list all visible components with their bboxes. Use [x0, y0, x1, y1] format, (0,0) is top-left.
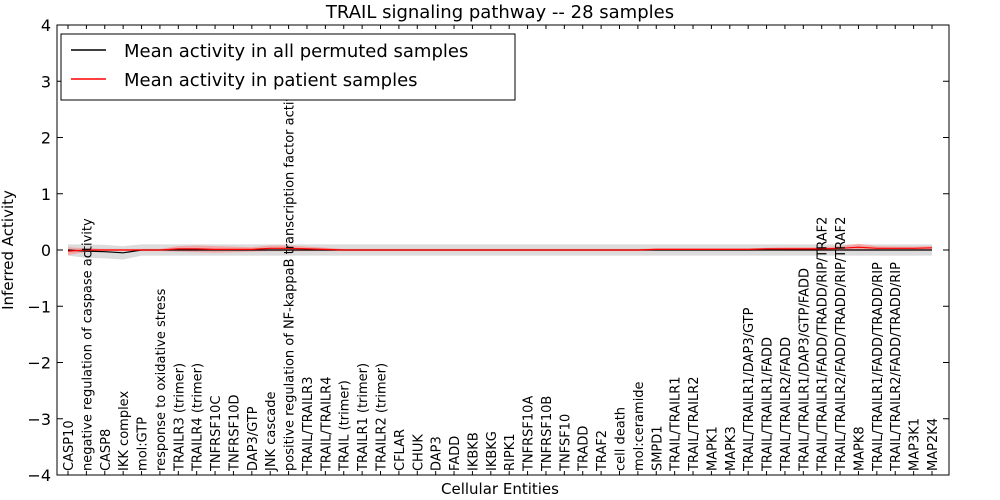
x-tick-label: TNFSF10: [558, 414, 573, 472]
x-tick-label: TRADD: [577, 426, 592, 472]
x-tick-label: response to oxidative stress: [154, 288, 169, 471]
x-tick-label: MAPK1: [705, 426, 720, 471]
x-tick-label: TRAILR4 (trimer): [191, 363, 206, 472]
x-tick-label: DAP3: [430, 436, 445, 471]
x-tick-label: TNFRSF10C: [209, 396, 224, 473]
x-tick-label: TRAIL/TRAILR1/FADD/TRADD/RIP: [871, 262, 886, 472]
y-tick-label: −4: [27, 466, 51, 485]
y-tick-label: 2: [41, 129, 51, 148]
x-tick-label: JNK cascade: [264, 392, 279, 472]
x-tick-label: negative regulation of caspase activity: [80, 218, 95, 471]
x-tick-label: TRAIL/TRAILR1: [669, 376, 684, 472]
x-axis-label: Cellular Entities: [441, 480, 559, 498]
x-tick-label: TNFRSF10D: [227, 394, 242, 471]
x-tick-label: CFLAR: [393, 429, 408, 471]
x-tick-label: TRAIL/TRAILR2/FADD: [779, 337, 794, 472]
x-tick-label: CASP10: [62, 420, 77, 471]
x-tick-label: IKK complex: [117, 391, 132, 471]
x-tick-label: mol:GTP: [136, 417, 151, 471]
x-tick-label: TRAF2: [595, 430, 610, 472]
legend: Mean activity in all permuted samples Me…: [60, 33, 516, 101]
x-tick-label: TRAIL/TRAILR3: [301, 376, 316, 472]
x-tick-label: MAP2K4: [926, 418, 941, 471]
x-tick-label: DAP3/GTP: [246, 406, 261, 471]
x-tick-label: cell death: [614, 407, 629, 471]
x-tick-label: MAPK3: [724, 426, 739, 471]
chart-title: TRAIL signaling pathway -- 28 samples: [325, 2, 674, 23]
x-tick-label: MAP3K1: [908, 418, 923, 471]
series-line-patient: [67, 246, 933, 252]
x-tick-label: SMPD1: [650, 425, 665, 471]
y-tick-label: −3: [27, 410, 51, 429]
x-tick-label: TRAIL (trimer): [338, 380, 353, 472]
x-tick-label: TRAIL/TRAILR1/DAP3/GTP: [742, 307, 757, 472]
x-tick-label: TRAIL/TRAILR1/FADD: [761, 337, 776, 472]
y-tick-label: 1: [41, 185, 51, 204]
x-tick-label: RIPK1: [503, 433, 518, 471]
x-tick-label: TRAIL/TRAILR2: [687, 376, 702, 472]
x-tick-label: mol:ceramide: [632, 381, 647, 471]
y-tick-label: 0: [41, 241, 51, 260]
y-tick-label: −1: [27, 297, 51, 316]
x-tick-label: FADD: [448, 436, 463, 471]
x-tick-label: MAPK8: [853, 426, 868, 471]
legend-label-permuted: Mean activity in all permuted samples: [124, 41, 468, 62]
y-axis: 4 3 2 1 0 −1 −2 −3 −4: [27, 16, 949, 485]
y-tick-label: −2: [27, 354, 51, 373]
series-lines: [67, 246, 933, 254]
y-axis-label: Inferred Activity: [0, 190, 17, 310]
x-tick-label: TRAIL/TRAILR1/DAP3/GTP/FADD: [797, 268, 812, 472]
x-tick-label: TRAIL/TRAILR2/FADD/TRADD/RIP: [889, 262, 904, 472]
x-tick-label: IKBKG: [485, 431, 500, 471]
y-tick-label: 4: [41, 16, 51, 35]
x-tick-label: TRAILR3 (trimer): [172, 363, 187, 472]
x-tick-label: CHUK: [411, 434, 426, 471]
x-tick-label: IKBKB: [466, 432, 481, 471]
x-tick-label: TRAILR2 (trimer): [375, 363, 390, 472]
x-tick-label: TRAIL/TRAILR1/FADD/TRADD/RIP/TRAF2: [816, 217, 831, 472]
y-tick-label: 3: [41, 72, 51, 91]
legend-box: [60, 33, 516, 101]
legend-label-patient: Mean activity in patient samples: [124, 70, 418, 91]
x-tick-label: positive regulation of NF-kappaB transcr…: [283, 77, 298, 471]
x-tick-label: CASP8: [99, 429, 114, 471]
x-tick-label: TRAIL/TRAILR2/FADD/TRADD/RIP/TRAF2: [834, 217, 849, 472]
x-tick-label: TNFRSF10B: [540, 396, 555, 472]
x-tick-label: TRAILR1 (trimer): [356, 363, 371, 472]
x-tick-label: TNFRSF10A: [522, 396, 537, 472]
x-tick-label: TRAIL/TRAILR4: [319, 377, 334, 473]
